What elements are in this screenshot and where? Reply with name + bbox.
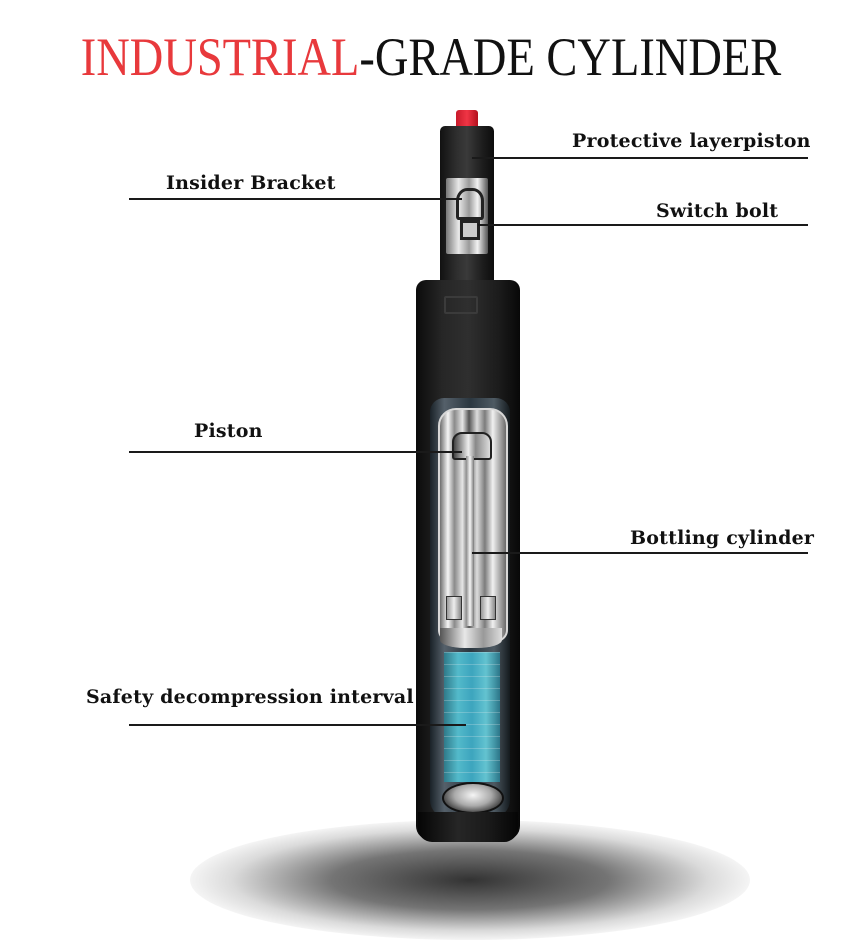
leader-line-insider-bracket	[129, 198, 462, 200]
switch-mechanism	[446, 178, 488, 254]
leader-line-bottling-cylinder	[472, 552, 808, 554]
rod-bracket-left	[446, 596, 462, 620]
bottom-valve	[442, 782, 504, 814]
piston-rod	[466, 456, 474, 626]
red-cap	[456, 110, 478, 128]
body-marking	[444, 296, 478, 314]
cylinder-base	[418, 812, 518, 842]
label-protective-layer-piston: Protective layerpiston	[572, 130, 811, 152]
inner-collar	[440, 628, 502, 648]
label-switch-bolt: Switch bolt	[656, 200, 779, 222]
leader-line-switch-bolt	[478, 224, 808, 226]
label-piston: Piston	[194, 420, 263, 442]
title-accent: INDUSTRIAL	[80, 27, 360, 87]
page-title: INDUSTRIAL-GRADE CYLINDER	[60, 22, 801, 92]
title-rest: -GRADE CYLINDER	[359, 27, 782, 87]
gas-chamber	[444, 652, 500, 782]
label-bottling-cylinder: Bottling cylinder	[630, 527, 815, 549]
leader-line-piston	[129, 451, 462, 453]
label-safety-decompression-interval: Safety decompression interval	[86, 686, 414, 708]
leader-line-protective-layer-piston	[472, 157, 808, 159]
label-insider-bracket: Insider Bracket	[166, 172, 336, 194]
leader-line-safety-decompression-interval	[129, 724, 466, 726]
rod-bracket-right	[480, 596, 496, 620]
